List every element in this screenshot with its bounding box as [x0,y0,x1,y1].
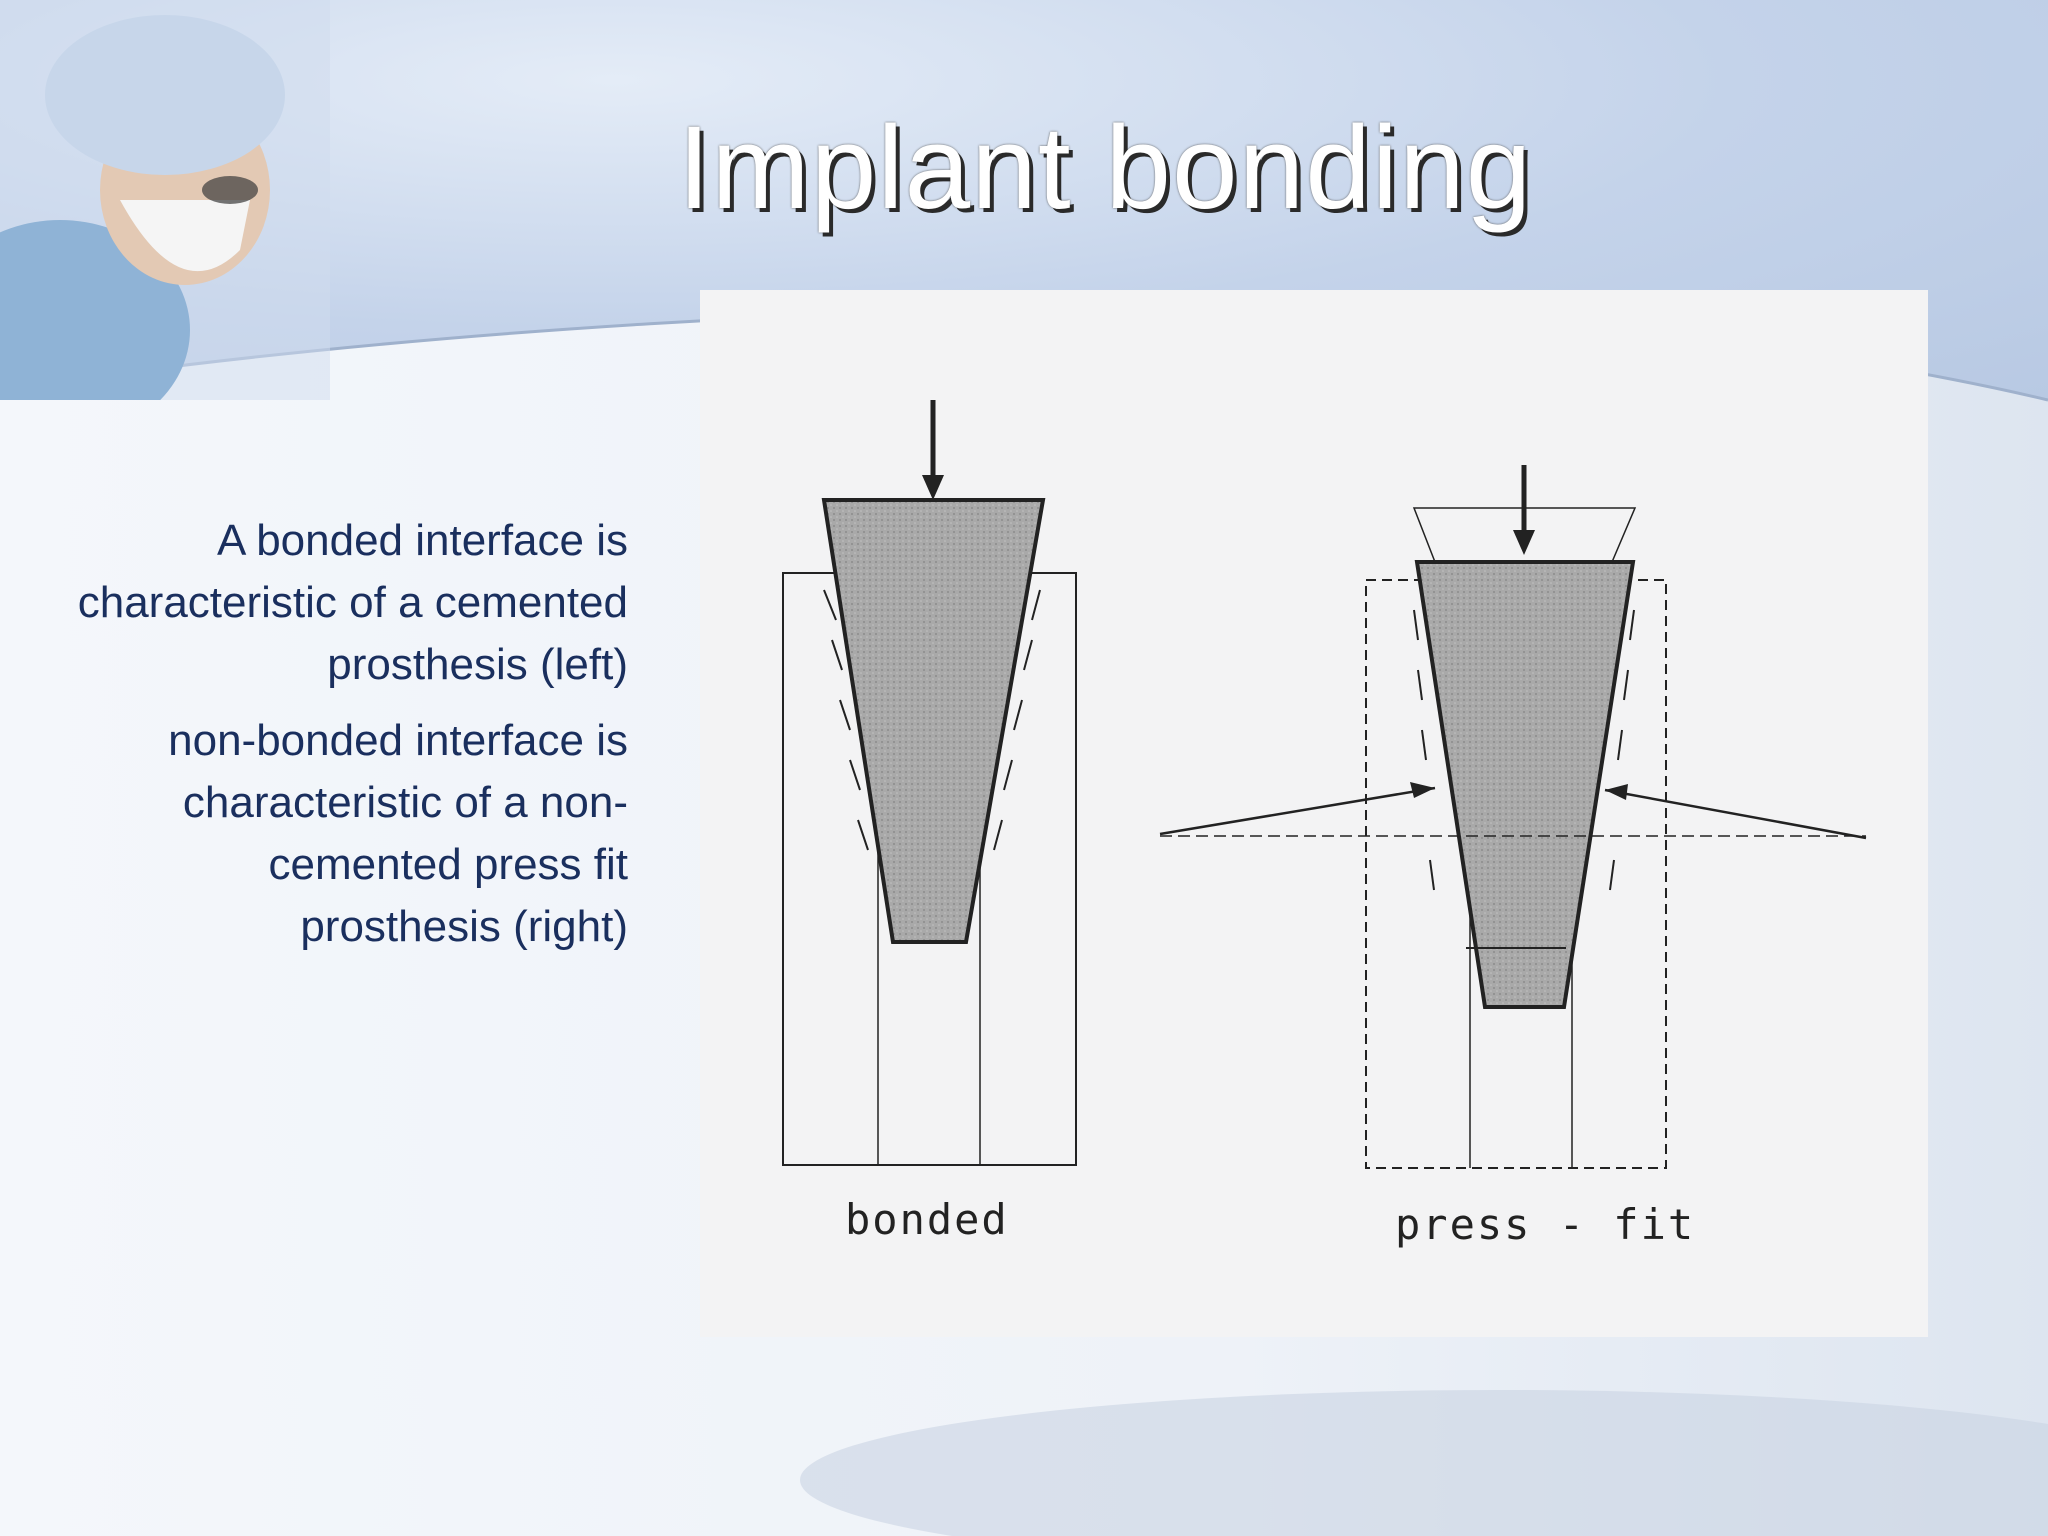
surgeon-photo [0,0,330,400]
caption-bonded: bonded [845,1195,1009,1244]
slide-title: Implant bonding [677,102,1533,234]
bullet-press-fit: non-bonded interface is characteristic o… [168,716,628,951]
bonded-implant [821,498,1046,944]
implant-diagram: bonded press - fit [700,290,1928,1337]
bullet-bonded: A bonded interface is characteristic of … [77,516,628,689]
body-text: A bonded interface is characteristic of … [68,510,628,972]
caption-press-fit: press - fit [1395,1200,1696,1249]
diagram-graphic [782,400,1867,1169]
bonded-diagram [782,400,1077,1166]
press-fit-implant [1414,560,1636,1009]
press-fit-diagram [1159,465,1867,1169]
